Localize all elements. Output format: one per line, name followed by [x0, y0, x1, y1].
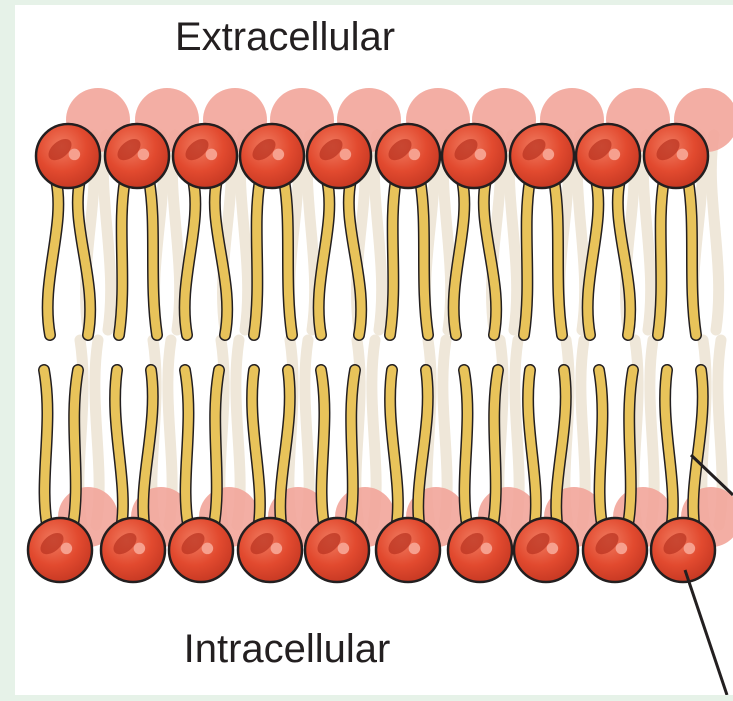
phospholipid-head [448, 518, 512, 582]
head-highlight [475, 149, 487, 161]
phospholipid-head [510, 124, 574, 188]
head-highlight [609, 149, 621, 161]
phospholipid-head [101, 518, 165, 582]
head-highlight [338, 543, 350, 555]
phospholipid-head [651, 518, 715, 582]
fatty-acid-tail [119, 180, 125, 335]
head-highlight [340, 149, 352, 161]
head-highlight [409, 543, 421, 555]
head-highlight [616, 543, 628, 555]
head-highlight [138, 149, 150, 161]
fatty-acid-tail [464, 370, 468, 530]
fatty-acid-tail [185, 370, 189, 530]
phospholipid-head [442, 124, 506, 188]
head-highlight [481, 543, 493, 555]
fatty-acid-tail [524, 180, 530, 335]
fatty-acid-tail [72, 370, 78, 530]
lipid-bilayer [15, 5, 733, 695]
head-highlight [271, 543, 283, 555]
phospholipid-head [576, 124, 640, 188]
fatty-acid-tail [627, 370, 633, 530]
fatty-acid-tail [149, 180, 157, 335]
phospholipid-head [36, 124, 100, 188]
fatty-acid-tail [44, 370, 48, 530]
fatty-acid-tail [254, 180, 260, 335]
head-highlight [61, 543, 73, 555]
head-highlight [547, 543, 559, 555]
intracellular-label: Intracellular [27, 627, 547, 672]
head-highlight [543, 149, 555, 161]
phospholipid-head [583, 518, 647, 582]
phospholipid-head [240, 124, 304, 188]
head-highlight [684, 543, 696, 555]
phospholipid-head [307, 124, 371, 188]
fatty-acid-tail [115, 370, 123, 530]
fatty-acid-tail [390, 180, 396, 335]
head-highlight [69, 149, 81, 161]
pointer-line-head [685, 570, 727, 695]
phospholipid-head [376, 124, 440, 188]
fatty-acid-tail [554, 180, 562, 335]
diagram-canvas: Extracellular Intracellular [15, 5, 733, 695]
head-highlight [202, 543, 214, 555]
fatty-acid-tail [284, 180, 292, 335]
head-highlight [677, 149, 689, 161]
fatty-acid-tail [688, 180, 696, 335]
head-highlight [273, 149, 285, 161]
phospholipid-head [28, 518, 92, 582]
phospholipid-head [376, 518, 440, 582]
fatty-acid-tail [599, 370, 603, 530]
fatty-acid-tail [213, 370, 219, 530]
fatty-acid-tail [420, 180, 428, 335]
phospholipid-head [169, 518, 233, 582]
phospholipid-head [514, 518, 578, 582]
phospholipid-head [105, 124, 169, 188]
phospholipid-head [644, 124, 708, 188]
fatty-acid-tail [492, 370, 498, 530]
fatty-acid-tail [349, 370, 355, 530]
fatty-acid-tail [658, 180, 664, 335]
phospholipid-head [173, 124, 237, 188]
phospholipid-head [238, 518, 302, 582]
back-tail-top [711, 135, 718, 330]
head-highlight [206, 149, 218, 161]
head-highlight [409, 149, 421, 161]
fatty-acid-tail [321, 370, 325, 530]
phospholipid-head [305, 518, 369, 582]
head-highlight [134, 543, 146, 555]
